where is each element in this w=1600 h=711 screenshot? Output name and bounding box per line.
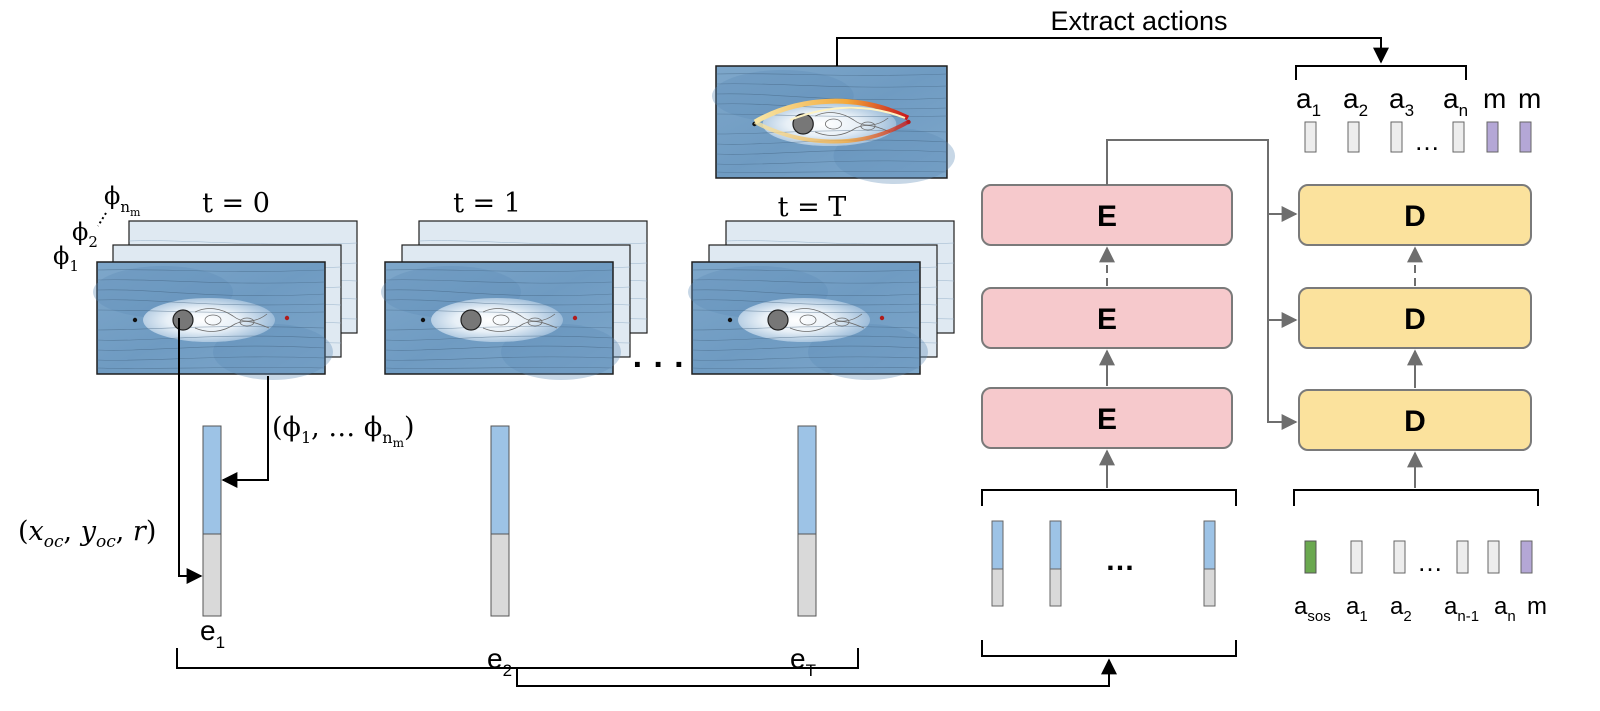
decoder-block-2: D <box>1404 303 1426 336</box>
svg-text:an-1: an-1 <box>1444 593 1479 625</box>
output-token-labels: a1 a2 a3 an m m <box>1296 83 1541 120</box>
frames-ellipsis: · · · <box>633 346 686 384</box>
embedding-e1 <box>202 425 222 617</box>
embedding-e2 <box>490 425 510 617</box>
svg-text:an: an <box>1494 593 1516 625</box>
embeddings-bracket <box>176 648 1117 687</box>
time-label-0: t = 0 <box>202 188 270 219</box>
svg-text:a1: a1 <box>1346 593 1368 625</box>
encoder-input-tokens <box>991 520 1216 607</box>
geometry-label: (xoc, yoc, r) <box>18 516 156 552</box>
time-label-T: t = T <box>778 192 847 223</box>
svg-text:a3: a3 <box>1389 83 1414 120</box>
decoder-block-1: D <box>1404 200 1426 233</box>
decoder-input-tokens <box>1304 540 1533 574</box>
embedding-label-2: e2 <box>487 643 512 680</box>
decoder-block-3: D <box>1404 405 1426 438</box>
svg-text:an: an <box>1443 83 1468 120</box>
encoder-block-3: E <box>1097 403 1117 436</box>
decoder-stack <box>1298 184 1532 451</box>
svg-text:m: m <box>1518 83 1541 114</box>
feature-label: (ϕ1, … ϕnm) <box>272 412 415 450</box>
svg-text:a1: a1 <box>1296 83 1321 120</box>
flow-stack-t1 <box>380 220 648 381</box>
flow-stack-tT <box>687 220 955 381</box>
encoder-stack <box>981 184 1233 449</box>
flow-stack-t0 <box>92 220 358 381</box>
svg-text:asos: asos <box>1294 593 1331 625</box>
decoder-input-bracket <box>1293 489 1539 506</box>
output-token-boxes <box>1304 121 1532 153</box>
phi-labels: ϕnm ϕ2 ϕ1 <box>53 182 141 275</box>
svg-text:m: m <box>1527 593 1547 620</box>
encoder-input-ellipsis: … <box>1105 544 1135 577</box>
svg-text:ϕ2: ϕ2 <box>72 218 98 251</box>
svg-text:ϕnm: ϕnm <box>104 182 141 219</box>
svg-text:m: m <box>1483 83 1506 114</box>
cross-attention-connectors <box>1106 139 1298 430</box>
encoder-block-2: E <box>1097 303 1117 336</box>
encoder-input-bracket <box>981 489 1237 657</box>
svg-text:a2: a2 <box>1390 593 1412 625</box>
output-bracket <box>1295 65 1467 80</box>
encoder-block-1: E <box>1097 200 1117 233</box>
decoder-input-ellipsis: … <box>1417 547 1443 577</box>
sensitivity-frame <box>711 65 956 185</box>
embedding-eT <box>797 425 817 617</box>
svg-text:a2: a2 <box>1343 83 1368 120</box>
extract-actions-label: Extract actions <box>1050 6 1227 36</box>
extract-actions-arrow <box>836 37 1389 66</box>
time-label-1: t = 1 <box>453 188 521 219</box>
embedding-label-1: e1 <box>200 615 225 652</box>
embedding-label-T: eT <box>790 643 816 680</box>
output-ellipsis: … <box>1414 126 1440 156</box>
feature-arrow <box>221 376 269 488</box>
svg-text:ϕ1: ϕ1 <box>53 242 79 275</box>
decoder-input-labels: asos a1 a2 an-1 an m <box>1294 593 1547 625</box>
geometry-arrow <box>178 318 203 584</box>
